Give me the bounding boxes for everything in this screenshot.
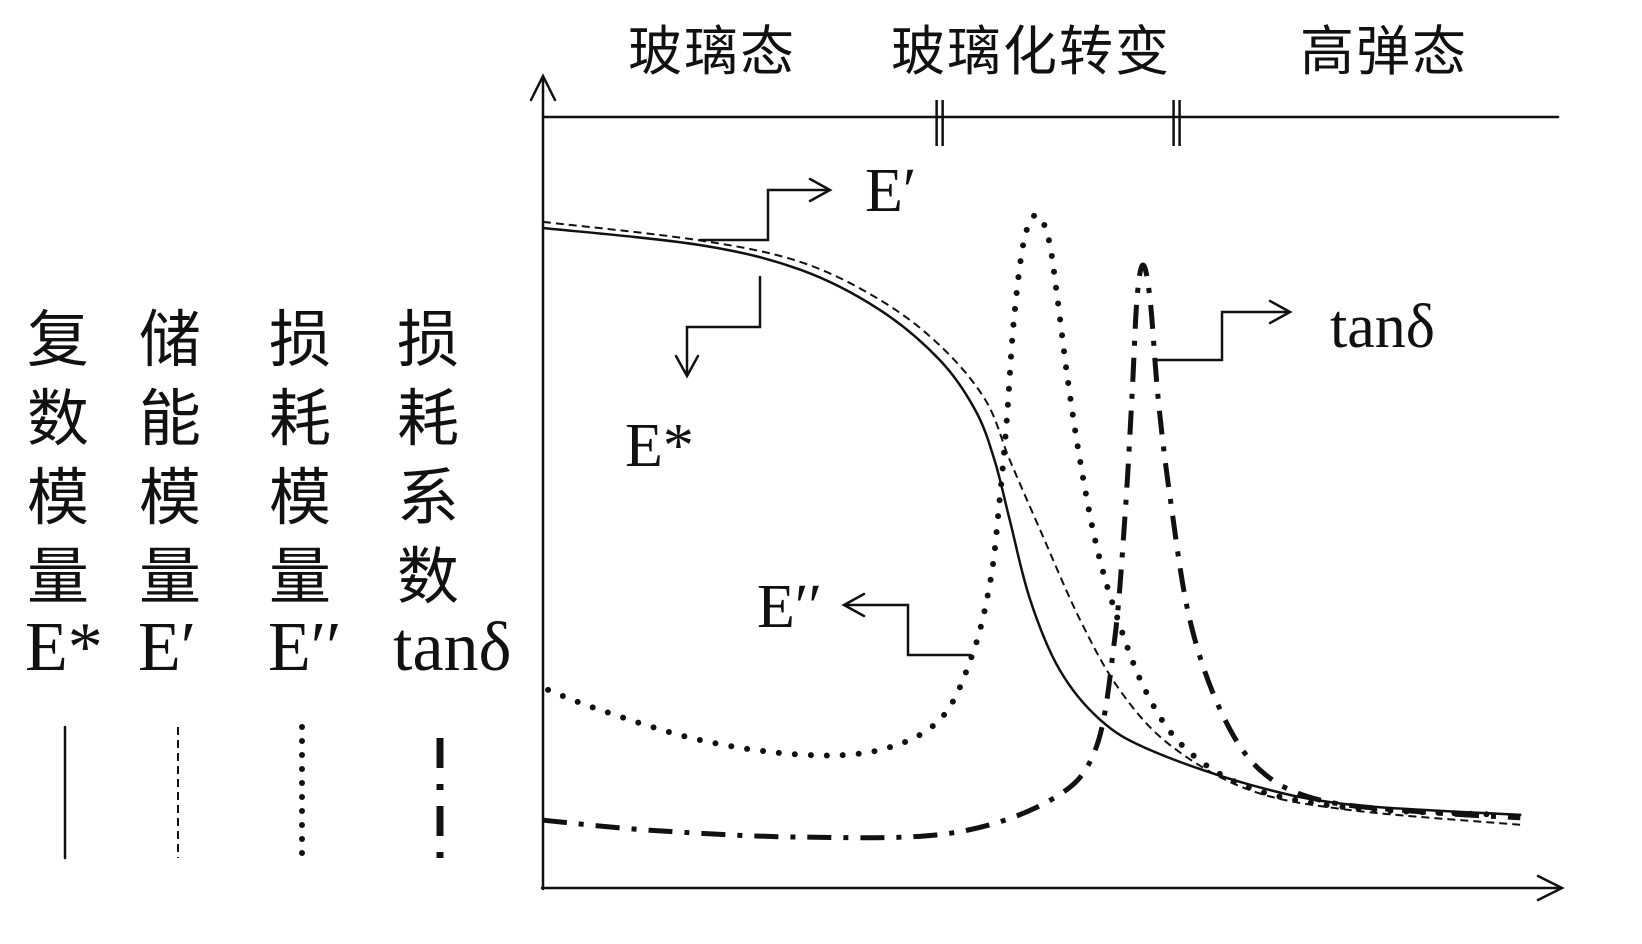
x-axis-arrow-icon — [1536, 874, 1565, 902]
e-star-arrowhead-icon — [674, 354, 700, 379]
legend-symbol-complex-modulus: E* — [25, 609, 103, 686]
e-prime-curve-label: E′ — [865, 157, 917, 225]
e-double-prime-leader-line — [845, 603, 972, 657]
e-star-curve-label: E* — [625, 412, 694, 480]
region-boundary-markers — [935, 100, 1181, 146]
tan-delta-arrowhead-icon — [1268, 299, 1293, 325]
legend-symbol-loss-modulus: E′′ — [268, 609, 342, 686]
e-prime-leader-line — [698, 188, 830, 242]
legend-name-storage-modulus: 储能模量 — [139, 303, 202, 613]
complex-modulus-curve — [541, 226, 1522, 817]
legend-name-loss-factor: 损耗系数 — [397, 303, 460, 613]
legend-samples — [63, 724, 444, 862]
e-double-prime-curve-label: E′′ — [757, 573, 822, 641]
e-star-leader-line — [685, 275, 762, 375]
e-prime-arrowhead-icon — [808, 177, 833, 203]
y-axis-arrow-icon — [529, 73, 557, 102]
legend-symbol-storage-modulus: E′ — [138, 609, 197, 686]
region-label-glass-transition: 玻璃化转变 — [891, 20, 1171, 83]
region-label-glassy: 玻璃态 — [628, 20, 796, 83]
legend-name-complex-modulus: 复数模量 — [27, 303, 90, 613]
legend-symbol-loss-factor: tanδ — [393, 609, 512, 686]
region-label-rubbery: 高弹态 — [1300, 20, 1468, 83]
tan-delta-leader-line — [1156, 310, 1290, 362]
loss-factor-curve — [542, 262, 1521, 841]
e-double-prime-arrowhead-icon — [841, 592, 866, 618]
tan-delta-curve-label: tanδ — [1330, 293, 1435, 361]
legend-name-loss-modulus: 损耗模量 — [269, 303, 332, 613]
curves — [541, 211, 1522, 841]
